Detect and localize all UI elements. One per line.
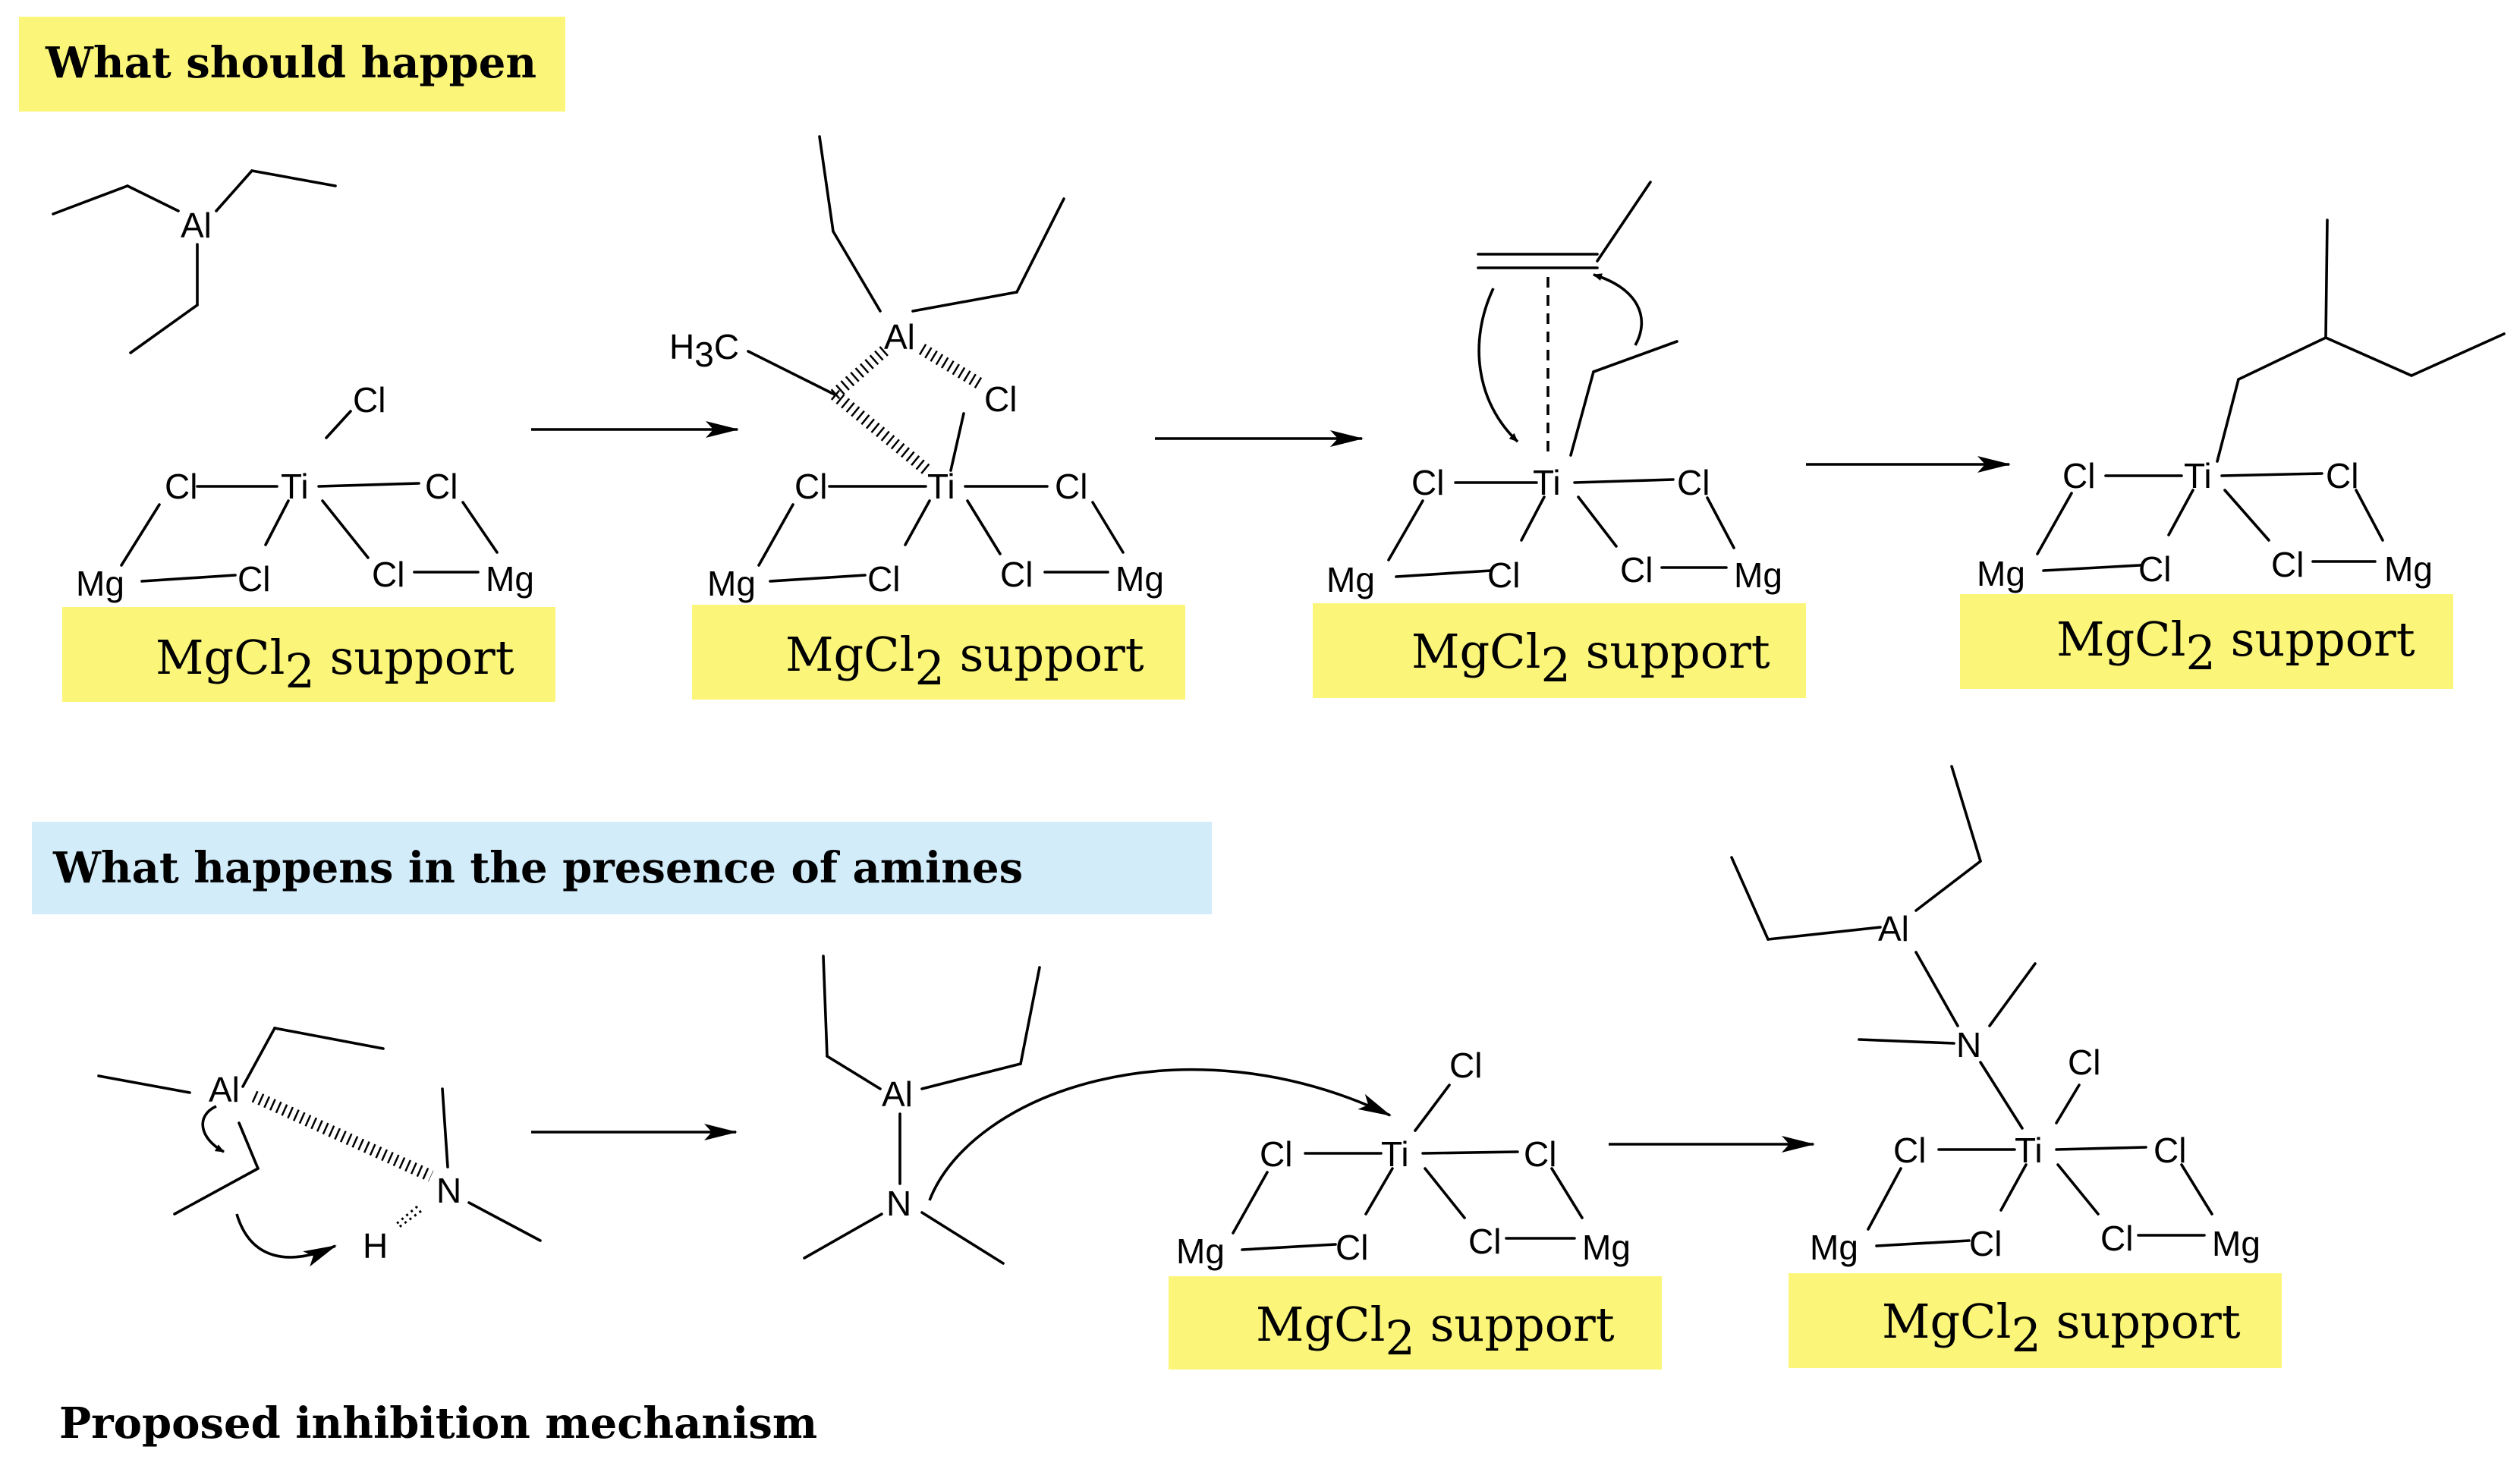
atom-h: H	[363, 1226, 388, 1266]
atom-n: N	[886, 1184, 911, 1223]
atom-mg: Mg	[1810, 1228, 1858, 1267]
atom-h3c: H3C	[669, 327, 739, 374]
atom-mg: Mg	[1176, 1231, 1225, 1271]
olefin-coordination: Cl Ti Cl Mg Cl Cl Mg	[1326, 181, 1782, 599]
atom-mg: Mg	[707, 564, 756, 603]
atom-cl: Cl	[1055, 467, 1087, 506]
header-text-top: What should happen	[45, 38, 536, 88]
insertion-product: Cl Ti Cl Mg Cl Cl Mg	[1977, 219, 2506, 593]
atom-mg: Mg	[76, 564, 124, 603]
atom-cl: Cl	[372, 555, 404, 594]
atom-cl: Cl	[1620, 550, 1653, 590]
atom-cl: Cl	[2326, 456, 2358, 495]
support-label: MgCl2 support	[1411, 624, 1770, 693]
support-label: MgCl2 support	[2056, 612, 2415, 681]
footer-caption: Proposed inhibition mechanism	[59, 1398, 817, 1448]
atom-ti: Ti	[281, 467, 309, 506]
support-box-bg	[1313, 603, 1806, 698]
atom-cl: Cl	[1000, 555, 1033, 594]
curly-arrow	[235, 1213, 337, 1267]
atom-cl: Cl	[2138, 549, 2171, 589]
atom-cl: Cl	[1411, 463, 1444, 502]
header-what-should-happen: What should happen	[19, 17, 565, 112]
curly-arrow	[201, 1105, 225, 1153]
atom-cl: Cl	[1487, 555, 1520, 595]
reaction-arrows	[531, 421, 2011, 1153]
support-label: MgCl2 support	[156, 630, 514, 699]
atom-cl: Cl	[2062, 456, 2095, 495]
atom-cl: Cl	[1449, 1046, 1482, 1085]
amine-poisoned-ti-site: Al N Cl Cl Ti Cl Mg Cl Cl Mg	[1730, 765, 2260, 1267]
atom-cl: Cl	[867, 559, 900, 599]
curly-arrow	[928, 1068, 1392, 1201]
atom-mg: Mg	[1582, 1228, 1631, 1267]
atom-ti: Ti	[2184, 456, 2212, 495]
curly-arrow	[1477, 288, 1519, 443]
support-box-5: MgCl2 support	[1169, 1276, 1662, 1370]
atom-cl: Cl	[1893, 1131, 1926, 1170]
support-box-4: MgCl2 support	[1960, 594, 2453, 689]
atom-cl: Cl	[1969, 1224, 2002, 1263]
atom-cl: Cl	[1524, 1134, 1556, 1174]
atom-cl: Cl	[353, 380, 385, 420]
ti-site-molecule-2: Cl Cl Ti Cl Mg Cl Cl Mg	[1176, 1046, 1631, 1271]
support-box-bg	[1789, 1273, 2282, 1368]
atom-mg: Mg	[2212, 1224, 2260, 1263]
atom-cl: Cl	[1260, 1134, 1292, 1174]
alet3-amine-complex: Al N H	[97, 1027, 542, 1267]
atom-mg: Mg	[2384, 549, 2433, 589]
support-box-bg	[692, 605, 1185, 700]
header-amines: What happens in the presence of amines	[32, 822, 1212, 914]
support-box-bg	[1169, 1276, 1662, 1370]
aluminium-amide: Al N	[803, 955, 1392, 1265]
support-label: MgCl2 support	[785, 627, 1144, 696]
triethylaluminium-molecule: Al	[52, 169, 337, 354]
atom-al: Al	[209, 1070, 240, 1109]
atom-al: Al	[884, 317, 915, 357]
support-box-6: MgCl2 support	[1789, 1273, 2282, 1368]
atom-cl: Cl	[1336, 1228, 1368, 1267]
curly-arrow	[1593, 273, 1644, 346]
atom-cl: Cl	[1468, 1222, 1501, 1261]
ti-site-molecule-1: Cl Cl Ti Cl Mg Cl Cl Mg	[76, 380, 534, 603]
atom-mg: Mg	[1326, 560, 1375, 599]
atom-n: N	[1956, 1025, 1981, 1065]
atom-al: Al	[181, 206, 212, 245]
atom-cl: Cl	[165, 467, 197, 506]
support-box-1: MgCl2 support	[62, 607, 555, 702]
support-box-bg	[1960, 594, 2453, 689]
atom-cl: Cl	[238, 559, 270, 599]
atom-mg: Mg	[1115, 559, 1164, 599]
atom-cl: Cl	[794, 467, 827, 506]
atom-cl: Cl	[2271, 545, 2304, 584]
support-box-2: MgCl2 support	[692, 605, 1185, 700]
atom-mg: Mg	[486, 559, 534, 599]
atom-al: Al	[882, 1074, 913, 1114]
header-box-yellow	[19, 17, 565, 112]
atom-cl: Cl	[2100, 1219, 2133, 1258]
header-box-blue	[32, 822, 1212, 914]
atom-ti: Ti	[1381, 1134, 1409, 1174]
atom-al: Al	[1878, 909, 1909, 948]
atom-mg: Mg	[1734, 555, 1782, 595]
atom-n: N	[436, 1171, 461, 1210]
atom-ti: Ti	[927, 467, 955, 506]
atom-cl: Cl	[2068, 1043, 2100, 1082]
atom-cl: Cl	[984, 379, 1017, 419]
atom-cl: Cl	[2153, 1131, 2186, 1170]
alkylation-transition-state: H3C Al Cl Cl Ti Cl Mg Cl Cl Mg	[669, 135, 1164, 603]
support-label: MgCl2 support	[1882, 1294, 2241, 1363]
atom-cl: Cl	[425, 467, 458, 506]
atom-ti: Ti	[2015, 1131, 2043, 1170]
support-box-3: MgCl2 support	[1313, 603, 1806, 698]
support-box-bg	[62, 607, 555, 702]
atom-cl: Cl	[1677, 463, 1710, 502]
atom-mg: Mg	[1977, 554, 2025, 593]
atom-ti: Ti	[1533, 463, 1561, 502]
support-label: MgCl2 support	[1256, 1297, 1615, 1366]
header-text-bottom: What happens in the presence of amines	[52, 843, 1023, 893]
